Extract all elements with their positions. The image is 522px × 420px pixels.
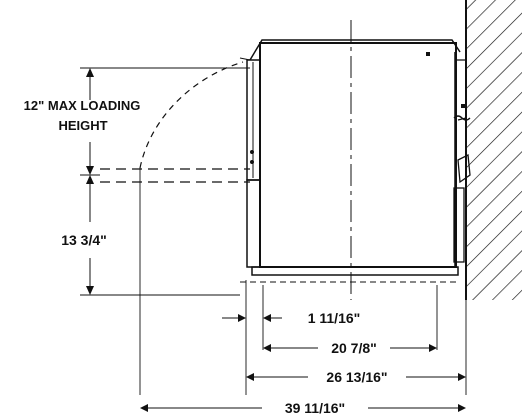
max-loading-height-label-2: HEIGHT bbox=[58, 118, 107, 133]
dimension-base-height: 13 3/4" bbox=[61, 175, 107, 295]
dishwasher-body bbox=[249, 39, 461, 276]
base-height-label: 13 3/4" bbox=[61, 232, 107, 248]
dimension-body-depth: 20 7/8" bbox=[263, 340, 437, 356]
door bbox=[239, 57, 261, 268]
overall-depth-label: 39 11/16" bbox=[285, 400, 345, 416]
extension-lines bbox=[80, 67, 467, 395]
open-door-lines bbox=[100, 168, 250, 183]
depth-to-wall-label: 26 13/16" bbox=[326, 369, 387, 385]
rear-components bbox=[453, 59, 471, 263]
wall bbox=[465, 0, 522, 300]
dimension-front-offset: 1 11/16" bbox=[222, 310, 360, 326]
dimension-max-loading-height: 12" MAX LOADING HEIGHT bbox=[24, 68, 141, 175]
body-depth-label: 20 7/8" bbox=[331, 340, 377, 356]
front-offset-label: 1 11/16" bbox=[308, 310, 361, 326]
dimension-depth-to-wall: 26 13/16" bbox=[246, 369, 466, 385]
max-loading-height-label: 12" MAX LOADING bbox=[24, 98, 141, 113]
dimension-overall-depth: 39 11/16" bbox=[140, 400, 466, 416]
door-swing-arc bbox=[139, 61, 244, 169]
